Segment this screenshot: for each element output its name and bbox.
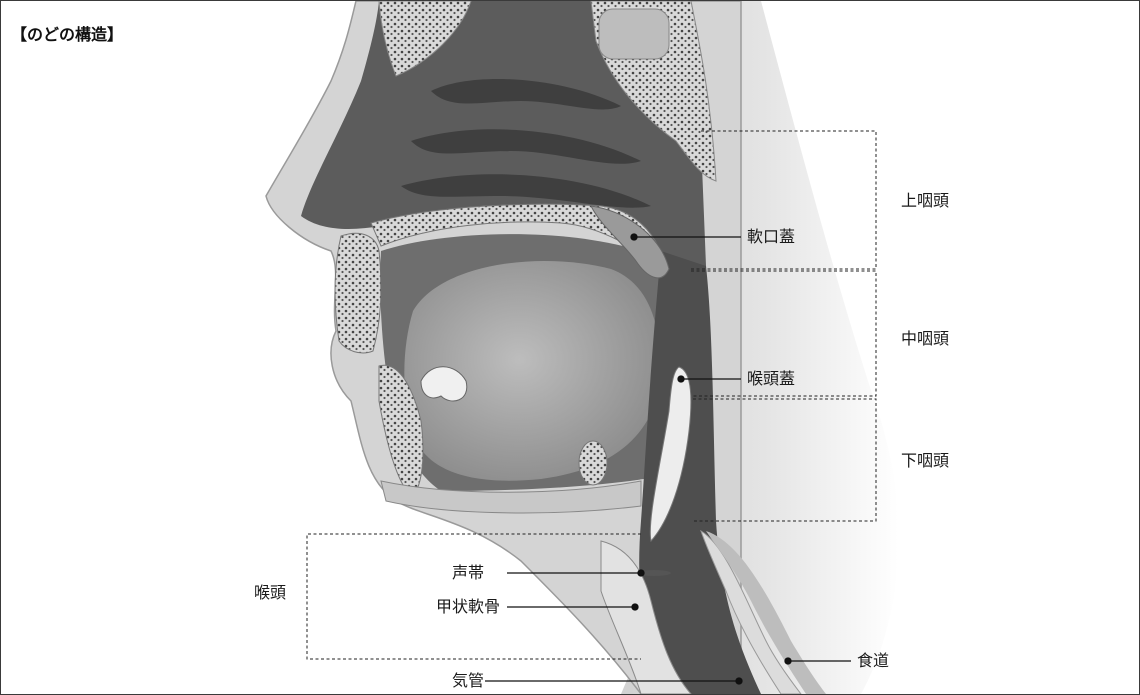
label-middle-pharynx: 中咽頭 — [901, 329, 949, 349]
label-soft-palate: 軟口蓋 — [747, 227, 795, 247]
label-vocal-cords: 声帯 — [452, 563, 484, 583]
upper-jaw — [335, 233, 381, 353]
diagram-title: 【のどの構造】 — [11, 21, 123, 45]
label-epiglottis: 喉頭蓋 — [747, 369, 795, 389]
label-thyroid-cartilage: 甲状軟骨 — [436, 597, 500, 617]
sphenoid-sinus — [599, 9, 669, 59]
label-larynx: 喉頭 — [254, 583, 286, 603]
label-lower-pharynx: 下咽頭 — [901, 451, 949, 471]
label-esophagus: 食道 — [857, 651, 889, 671]
hyoid-bone — [579, 441, 607, 485]
label-trachea: 気管 — [452, 671, 484, 691]
label-upper-pharynx: 上咽頭 — [901, 191, 949, 211]
